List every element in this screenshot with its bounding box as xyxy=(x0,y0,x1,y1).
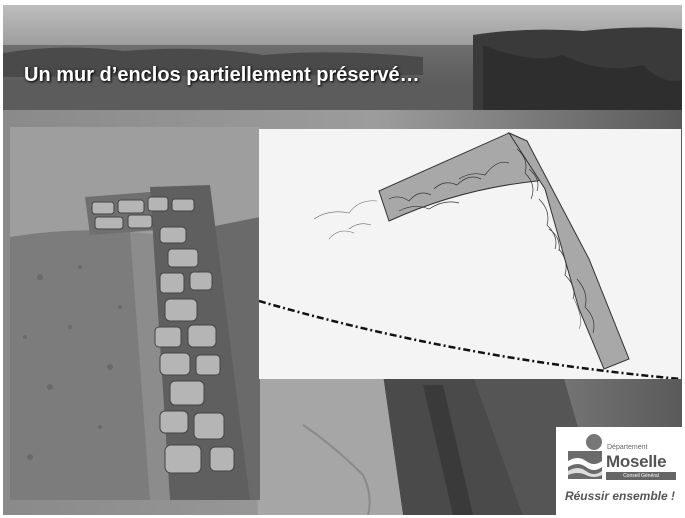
slide: Un mur d’enclos partiellement préservé… xyxy=(3,5,682,515)
logo-name: Moselle xyxy=(606,452,667,471)
wall-plan-drawing xyxy=(259,129,681,379)
excavated-stone-wall-photo xyxy=(10,127,260,500)
moselle-logo[interactable]: Département Moselle Conseil Général Réus… xyxy=(556,427,682,515)
logo-slogan: Réussir ensemble ! xyxy=(564,489,676,503)
logo-department: Département xyxy=(607,444,648,451)
slide-title: Un mur d’enclos partiellement préservé… xyxy=(24,64,420,86)
moselle-emblem-icon xyxy=(568,434,602,479)
logo-council: Conseil Général xyxy=(623,473,659,479)
logo-council-band: Conseil Général xyxy=(606,472,676,480)
